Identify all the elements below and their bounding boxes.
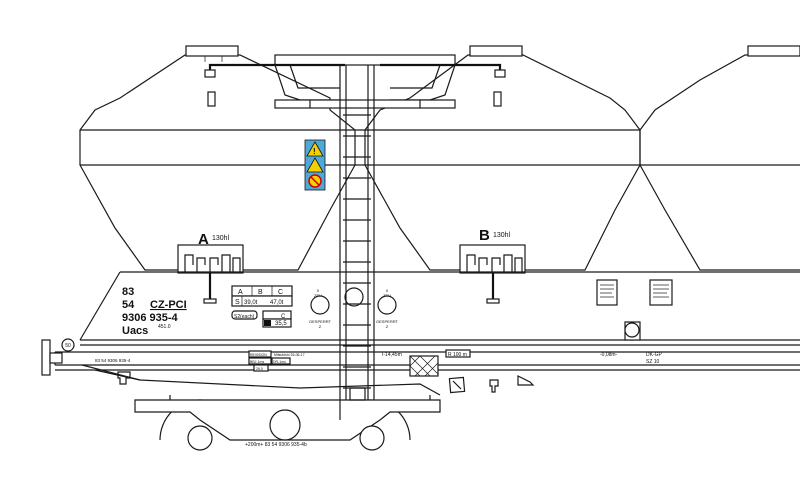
svg-text:50: 50 (65, 343, 71, 349)
outlet-a: A 130hl (177, 231, 244, 274)
svg-text:-0,08m-: -0,08m- (600, 352, 618, 358)
svg-text:130hl: 130hl (212, 235, 230, 242)
bogie (134, 387, 441, 451)
svg-text:BBJ-1ms: BBJ-1ms (250, 360, 264, 364)
svg-text:451.0: 451.0 (158, 324, 171, 330)
identification-block: 83 54 CZ-PCI 9306 935-4 Uacs 451.0 (122, 286, 187, 337)
svg-text:0: 0 (317, 288, 320, 293)
svg-text:39,0t: 39,0t (244, 300, 258, 306)
svg-text:26,0: 26,0 (256, 367, 263, 371)
svg-text:35,5: 35,5 (275, 321, 287, 327)
svg-text:B: B (479, 227, 490, 244)
valve-center (344, 287, 364, 307)
svg-text:SZ 10: SZ 10 (646, 359, 660, 365)
svg-text:S2(each): S2(each) (234, 314, 255, 320)
svg-text:REVISION: REVISION (250, 353, 267, 357)
svg-text:B: B (266, 321, 270, 327)
svg-text:ZEU: ZEU (314, 293, 322, 298)
svg-text:83: 83 (122, 286, 134, 298)
warning-labels: ! (304, 139, 326, 191)
svg-text:I-14,45m: I-14,45m (382, 352, 402, 358)
svg-text:Z: Z (319, 324, 322, 329)
hatched-panel (409, 355, 439, 377)
svg-text:130hl: 130hl (493, 232, 511, 239)
svg-text:9306 935-4: 9306 935-4 (122, 312, 179, 324)
svg-text:B: B (258, 289, 263, 296)
svg-text:A: A (198, 231, 209, 248)
svg-text:Mitsubishi 26-06-17: Mitsubishi 26-06-17 (274, 353, 305, 357)
svg-text:R 100 m: R 100 m (448, 352, 467, 358)
discharge-rods (203, 273, 500, 304)
outlet-b: B 130hl (459, 227, 526, 274)
high-voltage-warning-icon (306, 141, 324, 157)
svg-text:0: 0 (386, 288, 389, 293)
svg-text:Z: Z (386, 324, 389, 329)
svg-text:A: A (238, 289, 243, 296)
hopper-b (355, 45, 641, 271)
car-body (79, 271, 800, 346)
svg-text:DR-1ms: DR-1ms (273, 360, 286, 364)
hopper-c-partial (639, 45, 800, 271)
svg-text:47,0t: 47,0t (270, 300, 284, 306)
valve-right: 0 ZEU GESPERRT Z (376, 288, 398, 329)
ladder (339, 65, 375, 400)
svg-text:54: 54 (122, 299, 135, 311)
buffer: 50 (41, 338, 75, 376)
svg-text:DK-GP: DK-GP (646, 352, 663, 358)
svg-text:Uacs: Uacs (122, 325, 148, 337)
top-walkway (204, 54, 506, 109)
svg-text:GESPERRT: GESPERRT (376, 319, 398, 324)
fittings (117, 371, 535, 394)
svg-text:C: C (278, 289, 283, 296)
svg-text:+200m+ 83 54 9306 935-4b: +200m+ 83 54 9306 935-4b (245, 442, 307, 448)
svg-text:GESPERRT: GESPERRT (309, 319, 331, 324)
svg-text:83 54 9306 935-4: 83 54 9306 935-4 (95, 358, 131, 363)
electric-hazard-icon (306, 157, 324, 173)
load-table: A B C S 39,0t 47,0t S2(each) C B 35,5 (231, 285, 293, 328)
svg-text:CZ-PCI: CZ-PCI (150, 299, 187, 311)
svg-text:C: C (281, 314, 286, 320)
info-plates (596, 279, 673, 341)
svg-text:S: S (235, 299, 240, 306)
valve-left: 0 ZEU GESPERRT Z (309, 288, 331, 329)
svg-text:!: ! (313, 147, 316, 156)
